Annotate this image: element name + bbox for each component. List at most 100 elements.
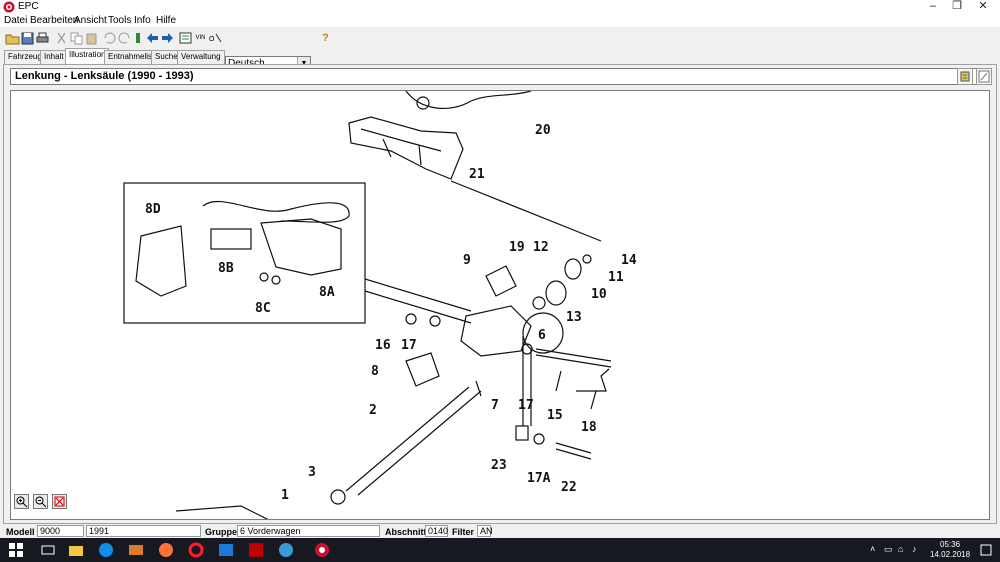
part-23-shape <box>515 425 529 441</box>
notifications-icon[interactable] <box>978 542 994 558</box>
title-bar: EPC – ❐ ✕ <box>0 0 1000 14</box>
leader-lines <box>364 180 602 324</box>
part-22-bolt <box>555 442 592 460</box>
part-label[interactable]: 23 <box>491 458 507 473</box>
part-8A-shape <box>260 218 342 276</box>
back-arrow-icon[interactable] <box>144 30 161 46</box>
open-folder-icon[interactable] <box>4 30 21 46</box>
file-explorer-icon[interactable] <box>68 542 84 558</box>
part-17b-shape <box>521 343 533 355</box>
battery-icon[interactable]: ▭ <box>884 544 893 554</box>
part-label[interactable]: 8D <box>145 202 161 217</box>
edit-icon[interactable] <box>976 68 992 85</box>
abschnitt-value: 0140 <box>425 525 448 537</box>
part-label[interactable]: 13 <box>566 310 582 325</box>
part-label[interactable]: 15 <box>547 408 563 423</box>
taskbar-clock[interactable]: 05:36 14.02.2018 <box>930 540 970 560</box>
restore-button[interactable]: ❐ <box>952 0 962 12</box>
menu-datei[interactable]: Datei <box>4 15 28 26</box>
part-label[interactable]: 18 <box>581 420 597 435</box>
vin-button[interactable]: VIN <box>195 35 206 41</box>
part-label[interactable]: 12 <box>533 240 549 255</box>
part-label[interactable]: 16 <box>375 338 391 353</box>
part-label[interactable]: 1 <box>281 488 289 503</box>
epc-taskbar-icon[interactable] <box>314 542 330 558</box>
zoom-in-icon[interactable] <box>14 494 29 509</box>
cut-icon[interactable] <box>53 30 70 46</box>
part-label[interactable]: 8C <box>255 301 271 316</box>
part-label[interactable]: 8B <box>218 261 234 276</box>
callout-lines <box>522 336 597 426</box>
part-18-shape <box>576 368 610 392</box>
menu-bearbeiten[interactable]: Bearbeiten <box>30 15 79 26</box>
photos-app-icon[interactable] <box>218 542 234 558</box>
forward-arrow-icon[interactable] <box>159 30 176 46</box>
part-9-shape <box>485 265 517 297</box>
fit-view-icon[interactable] <box>52 494 67 509</box>
part-16-shape <box>405 313 417 325</box>
export-icon[interactable] <box>957 68 973 85</box>
minimize-button[interactable]: – <box>929 0 937 12</box>
teamviewer-icon[interactable] <box>98 542 114 558</box>
part-label[interactable]: 10 <box>591 287 607 302</box>
clock-date: 14.02.2018 <box>930 550 971 559</box>
save-icon[interactable] <box>19 30 36 46</box>
part-label[interactable]: 17A <box>527 471 551 486</box>
part-21-detail <box>360 128 442 166</box>
close-button[interactable]: ✕ <box>978 0 988 12</box>
undo-icon[interactable] <box>101 30 118 46</box>
tab-illustration[interactable]: Illustration <box>65 48 110 64</box>
marker-icon[interactable] <box>130 30 147 46</box>
part-label[interactable]: 9 <box>463 253 471 268</box>
part-label[interactable]: 17 <box>518 398 534 413</box>
taskbar: ˄ ▭ ⌂ ♪ 05:36 14.02.2018 <box>0 538 1000 562</box>
part-label[interactable]: 14 <box>621 253 637 268</box>
part-label[interactable]: 3 <box>308 465 316 480</box>
part-8C-b <box>271 275 281 285</box>
help-button[interactable]: ? <box>322 32 329 44</box>
network-icon[interactable]: ⌂ <box>898 544 904 554</box>
part-label[interactable]: 8A <box>319 285 335 300</box>
copy-icon[interactable] <box>68 30 85 46</box>
illustration-canvas[interactable]: 20 21 8D 8B 8C 8A 9 19 12 14 11 10 13 6 … <box>10 90 990 520</box>
windows-start-icon[interactable] <box>8 542 24 558</box>
part-label[interactable]: 7 <box>491 398 499 413</box>
task-view-icon[interactable] <box>40 542 56 558</box>
menu-tools[interactable]: Tools <box>108 15 132 26</box>
part-label[interactable]: 20 <box>535 123 551 138</box>
part-label[interactable]: 6 <box>538 328 546 343</box>
options-icon[interactable]: O <box>207 30 224 46</box>
part-label[interactable]: 19 <box>509 240 525 255</box>
part-list-icon[interactable] <box>177 30 194 46</box>
part-label[interactable]: 22 <box>561 480 577 495</box>
menu-hilfe[interactable]: Hilfe <box>156 15 177 26</box>
part-3-shape <box>330 489 346 505</box>
part-10-shape <box>545 280 567 306</box>
redo-icon[interactable] <box>116 30 133 46</box>
menu-ansicht[interactable]: Ansicht <box>74 15 107 26</box>
part-label[interactable]: 8 <box>371 364 379 379</box>
opera-icon[interactable] <box>188 542 204 558</box>
window-title: EPC <box>18 1 39 12</box>
filezilla-icon[interactable] <box>248 542 264 558</box>
part-label[interactable]: 21 <box>469 167 485 182</box>
print-icon[interactable] <box>34 30 51 46</box>
menu-info[interactable]: Info <box>134 15 151 26</box>
chevron-up-icon[interactable]: ˄ <box>870 544 876 554</box>
tab-inhalt[interactable]: Inhalt <box>40 50 68 64</box>
section-header: Lenkung - Lenksäule (1990 - 1993) <box>10 68 992 85</box>
tab-strip: Fahrzeug Inhalt Illustration Entnahmelis… <box>0 48 1000 64</box>
firefox-icon[interactable] <box>158 542 174 558</box>
gruppe-value: 6 Vorderwagen <box>237 525 380 537</box>
part-7-shape <box>475 380 482 397</box>
status-bar: Modell 9000 1991 Gruppe 6 Vorderwagen Ab… <box>0 524 1000 538</box>
tab-verwaltung[interactable]: Verwaltung <box>177 50 225 64</box>
paste-icon[interactable] <box>83 30 100 46</box>
part-label[interactable]: 11 <box>608 270 624 285</box>
zoom-out-icon[interactable] <box>33 494 48 509</box>
network-app-icon[interactable] <box>278 542 294 558</box>
part-label[interactable]: 2 <box>369 403 377 418</box>
part-label[interactable]: 17 <box>401 338 417 353</box>
volume-icon[interactable]: ♪ <box>912 544 917 554</box>
mail-app-icon[interactable] <box>128 542 144 558</box>
